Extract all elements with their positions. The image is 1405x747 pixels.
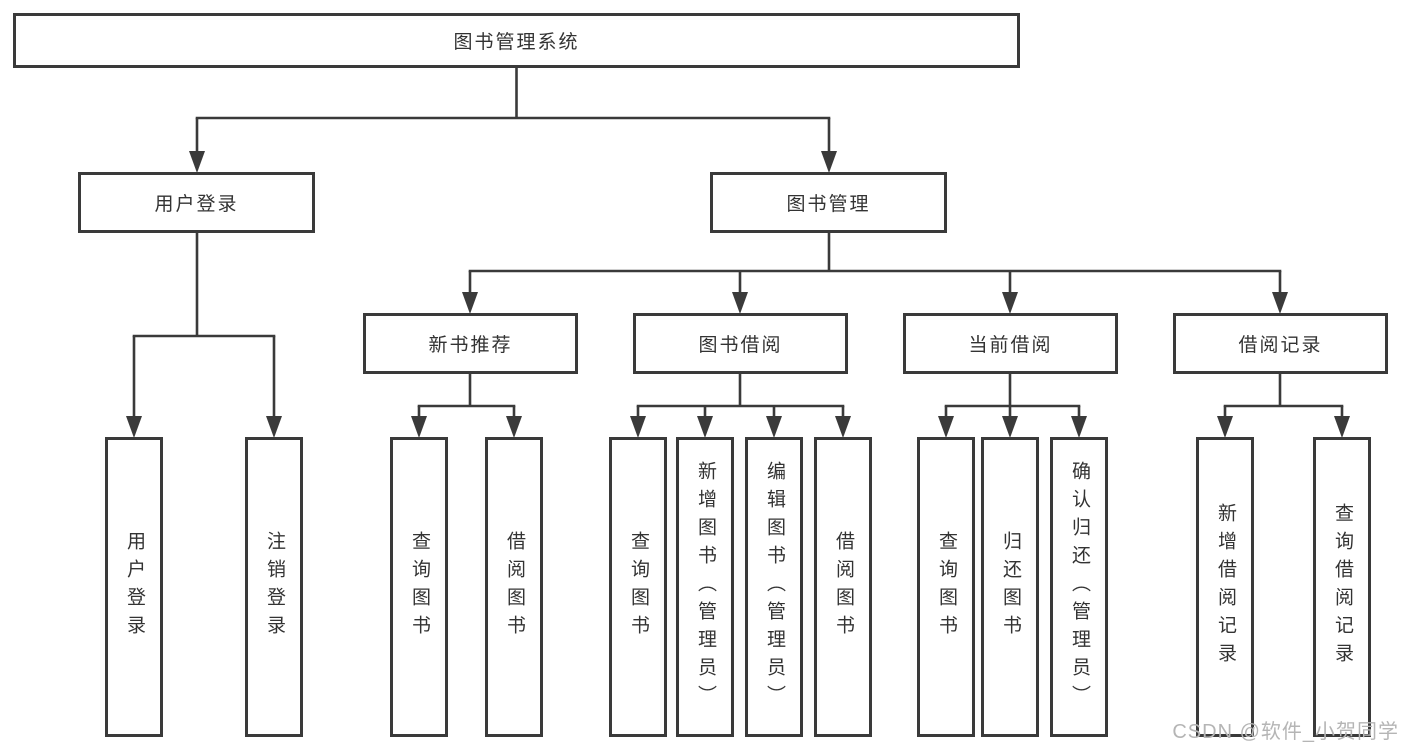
arrow-down-icon — [1217, 416, 1233, 438]
arrow-down-icon — [189, 151, 205, 173]
csdn-watermark: CSDN @软件_小贺同学 — [1172, 721, 1399, 743]
arrow-down-icon — [1272, 292, 1288, 314]
arrow-down-icon — [462, 292, 478, 314]
connector-root-to-level2 — [189, 68, 837, 173]
leaf-query-books-recommend: 查询图书 — [390, 437, 448, 737]
leaf-add-book-admin: 新增图书（管理员） — [676, 437, 734, 737]
arrow-down-icon — [697, 416, 713, 438]
connector-book-management-to-level3 — [462, 233, 1288, 314]
leaf-confirm-return-admin: 确认归还（管理员） — [1050, 437, 1108, 737]
arrow-down-icon — [1071, 416, 1087, 438]
node-book-management: 图书管理 — [710, 172, 947, 233]
arrow-down-icon — [630, 416, 646, 438]
leaf-query-borrow-record: 查询借阅记录 — [1313, 437, 1371, 737]
arrow-down-icon — [766, 416, 782, 438]
connector-book-borrow-children — [630, 374, 851, 438]
arrow-down-icon — [1002, 292, 1018, 314]
node-borrow-records: 借阅记录 — [1173, 313, 1388, 374]
leaf-borrow-books: 借阅图书 — [814, 437, 872, 737]
arrow-down-icon — [411, 416, 427, 438]
arrow-down-icon — [506, 416, 522, 438]
leaf-return-book: 归还图书 — [981, 437, 1039, 737]
node-new-book-recommend: 新书推荐 — [363, 313, 578, 374]
node-user-login: 用户登录 — [78, 172, 315, 233]
arrow-down-icon — [1334, 416, 1350, 438]
leaf-query-books-borrow: 查询图书 — [609, 437, 667, 737]
arrow-down-icon — [732, 292, 748, 314]
connector-new-book-recommend-children — [411, 374, 522, 438]
leaf-borrow-books-recommend: 借阅图书 — [485, 437, 543, 737]
leaf-logout: 注销登录 — [245, 437, 303, 737]
connector-current-borrow-children — [938, 374, 1087, 438]
leaf-edit-book-admin: 编辑图书（管理员） — [745, 437, 803, 737]
node-book-borrow: 图书借阅 — [633, 313, 848, 374]
node-root: 图书管理系统 — [13, 13, 1020, 68]
arrow-down-icon — [126, 416, 142, 438]
arrow-down-icon — [266, 416, 282, 438]
leaf-user-login: 用户登录 — [105, 437, 163, 737]
connector-user-login-children — [126, 233, 282, 438]
connector-borrow-records-children — [1217, 374, 1350, 438]
arrow-down-icon — [938, 416, 954, 438]
arrow-down-icon — [1002, 416, 1018, 438]
leaf-add-borrow-record: 新增借阅记录 — [1196, 437, 1254, 737]
leaf-query-books-current: 查询图书 — [917, 437, 975, 737]
arrow-down-icon — [821, 151, 837, 173]
arrow-down-icon — [835, 416, 851, 438]
node-current-borrow: 当前借阅 — [903, 313, 1118, 374]
